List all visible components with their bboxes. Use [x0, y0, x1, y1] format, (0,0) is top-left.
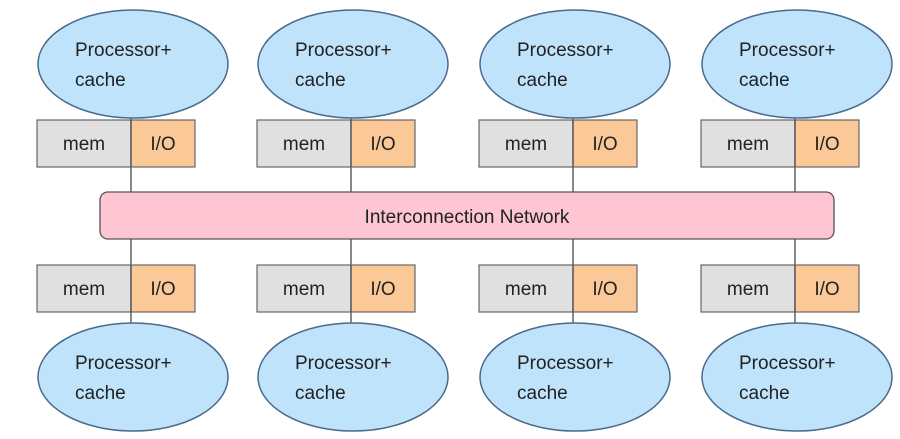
cache-label-bottom-3: cache [517, 383, 568, 404]
mem-box-bottom-1 [36, 264, 132, 313]
cache-label-top-4: cache [739, 70, 790, 91]
mem-label-bottom-3: mem [505, 279, 547, 300]
node-bottom-4: Processor+ cache mem I/O [700, 264, 893, 432]
mem-box-top-2 [256, 119, 352, 168]
processor-label-top-1: Processor+ [75, 40, 172, 61]
mem-box-top-4 [700, 119, 796, 168]
processor-label-bottom-4: Processor+ [739, 353, 836, 374]
cache-label-bottom-2: cache [295, 383, 346, 404]
mem-label-top-2: mem [283, 134, 325, 155]
processor-label-bottom-3: Processor+ [517, 353, 614, 374]
io-label-bottom-1: I/O [150, 279, 175, 300]
cache-label-top-3: cache [517, 70, 568, 91]
processor-label-bottom-2: Processor+ [295, 353, 392, 374]
processor-ellipse-bottom-4 [701, 322, 893, 432]
node-top-2: Processor+ cache mem I/O [256, 9, 449, 168]
io-box-top-3 [572, 119, 638, 168]
processor-label-top-3: Processor+ [517, 40, 614, 61]
io-box-bottom-3 [572, 264, 638, 313]
processor-ellipse-bottom-2 [257, 322, 449, 432]
processor-ellipse-top-4 [701, 9, 893, 119]
node-top-1: Processor+ cache mem I/O [36, 9, 229, 168]
mem-box-top-3 [478, 119, 574, 168]
io-label-top-1: I/O [150, 134, 175, 155]
mem-box-top-1 [36, 119, 132, 168]
io-box-top-2 [350, 119, 416, 168]
processor-label-top-4: Processor+ [739, 40, 836, 61]
io-label-top-4: I/O [814, 134, 839, 155]
cache-label-top-2: cache [295, 70, 346, 91]
processor-ellipse-bottom-1 [37, 322, 229, 432]
mem-box-bottom-2 [256, 264, 352, 313]
io-box-bottom-4 [794, 264, 860, 313]
node-bottom-3: Processor+ cache mem I/O [478, 264, 671, 432]
mem-box-bottom-4 [700, 264, 796, 313]
mem-label-top-1: mem [63, 134, 105, 155]
processor-label-bottom-1: Processor+ [75, 353, 172, 374]
interconnection-network-label: Interconnection Network [365, 207, 570, 228]
interconnection-network: Interconnection Network [99, 191, 835, 240]
processor-ellipse-top-2 [257, 9, 449, 119]
cache-label-top-1: cache [75, 70, 126, 91]
io-label-top-2: I/O [370, 134, 395, 155]
processor-label-top-2: Processor+ [295, 40, 392, 61]
io-label-top-3: I/O [592, 134, 617, 155]
processor-ellipse-top-3 [479, 9, 671, 119]
io-box-top-1 [130, 119, 196, 168]
io-label-bottom-4: I/O [814, 279, 839, 300]
io-label-bottom-2: I/O [370, 279, 395, 300]
node-bottom-2: Processor+ cache mem I/O [256, 264, 449, 432]
io-label-bottom-3: I/O [592, 279, 617, 300]
io-box-top-4 [794, 119, 860, 168]
processor-ellipse-top-1 [37, 9, 229, 119]
mem-label-bottom-4: mem [727, 279, 769, 300]
node-top-4: Processor+ cache mem I/O [700, 9, 893, 168]
cache-label-bottom-1: cache [75, 383, 126, 404]
interconnection-network-box [99, 191, 835, 240]
mem-label-bottom-2: mem [283, 279, 325, 300]
io-box-bottom-1 [130, 264, 196, 313]
mem-label-bottom-1: mem [63, 279, 105, 300]
processor-ellipse-bottom-3 [479, 322, 671, 432]
node-top-3: Processor+ cache mem I/O [478, 9, 671, 168]
io-box-bottom-2 [350, 264, 416, 313]
node-bottom-1: Processor+ cache mem I/O [36, 264, 229, 432]
mem-label-top-4: mem [727, 134, 769, 155]
mem-label-top-3: mem [505, 134, 547, 155]
cache-label-bottom-4: cache [739, 383, 790, 404]
